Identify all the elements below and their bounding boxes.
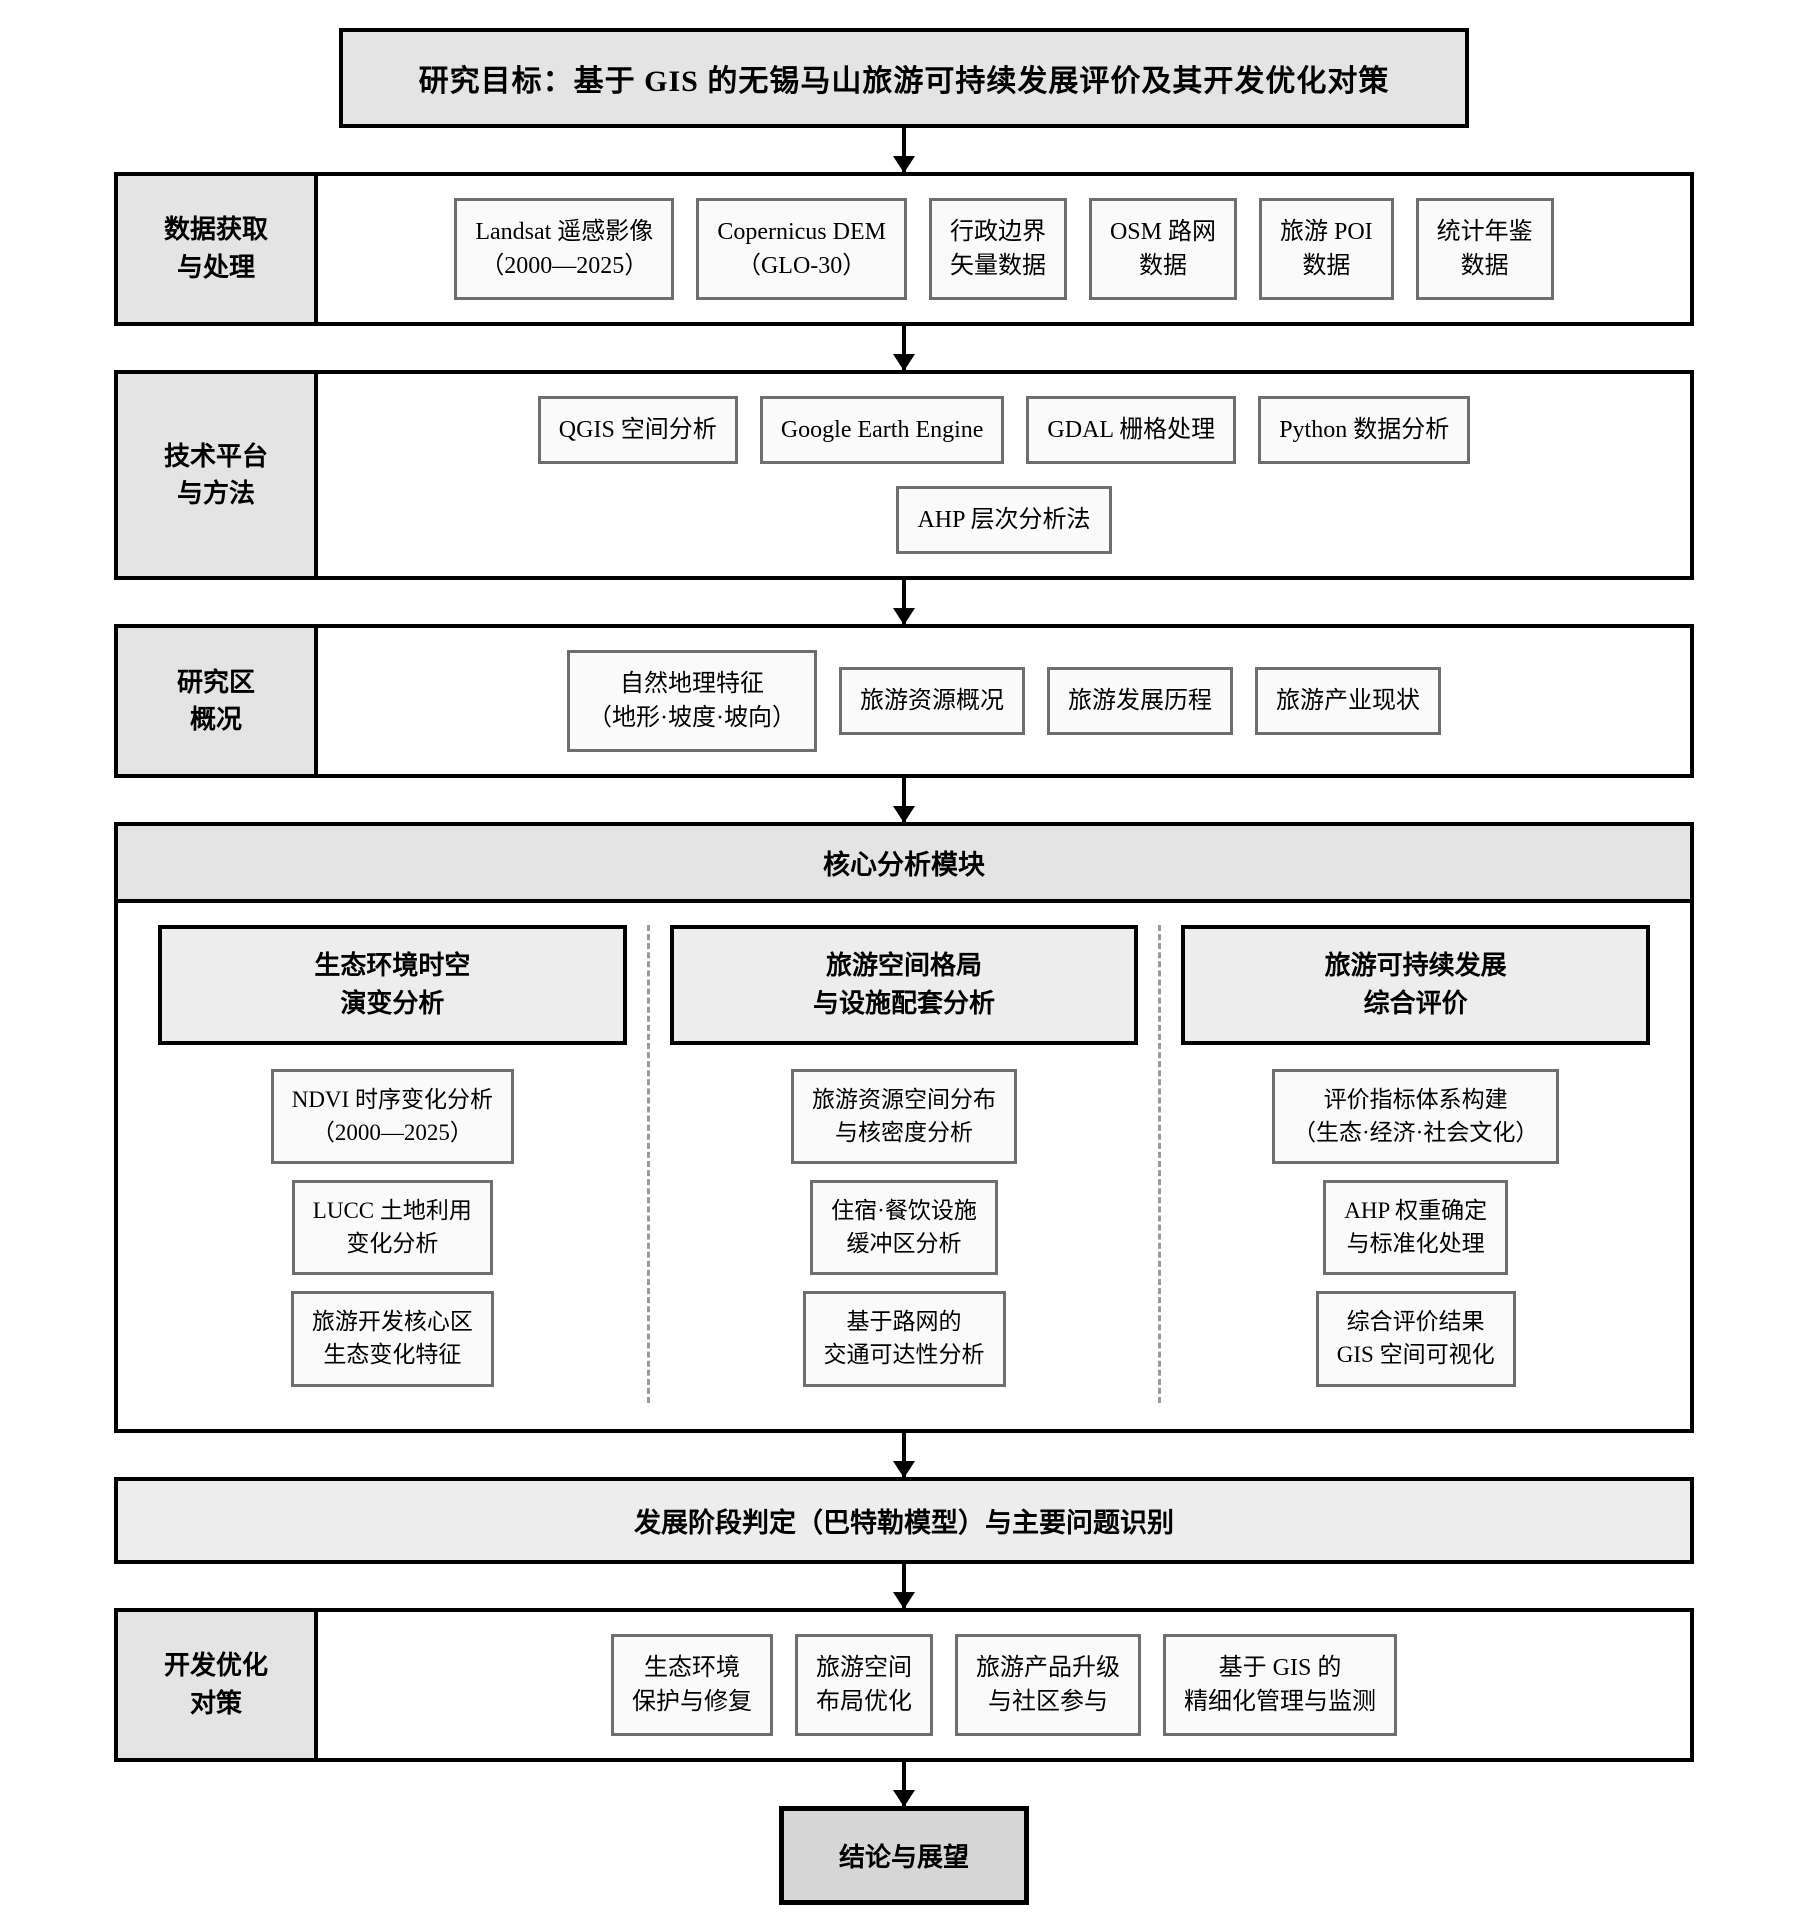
node-gdal[interactable]: GDAL 栅格处理 [1026,396,1237,465]
bottom-spacer [0,1905,1808,1919]
arrow-strategy-to-conclusion [0,1761,1808,1806]
band-data-acquisition: 数据获取 与处理 Landsat 遥感影像（2000—2025） Coperni… [114,172,1694,327]
arrow-studyarea-to-core [0,778,1808,823]
core-item-accessibility[interactable]: 基于路网的交通可达性分析 [802,1291,1006,1387]
band-label-line2: 与方法 [176,479,255,509]
node-tourism-industry[interactable]: 旅游产业现状 [1254,667,1441,736]
core-column-ecology: 生态环境时空演变分析 NDVI 时序变化分析（2000—2025） LUCC 土… [144,925,641,1402]
core-item-ndvi[interactable]: NDVI 时序变化分析（2000—2025） [270,1068,514,1165]
core-module-header: 核心分析模块 [118,826,1690,904]
node-tourism-resources[interactable]: 旅游资源概况 [838,667,1025,736]
arrow-icon [902,580,906,625]
arrow-core-to-stage [0,1432,1808,1477]
stage-determination-bar: 发展阶段判定（巴特勒模型）与主要问题识别 [114,1476,1694,1564]
conclusion-box: 结论与展望 [779,1805,1029,1905]
node-statistical-yearbook[interactable]: 统计年鉴数据 [1415,198,1554,301]
arrow-icon [902,128,906,172]
core-item-index-system[interactable]: 评价指标体系构建（生态·经济·社会文化） [1272,1068,1560,1165]
band-label-optimization-strategy: 开发优化 对策 [118,1611,318,1758]
arrow-icon [902,778,906,823]
node-python[interactable]: Python 数据分析 [1258,396,1471,465]
band-label-line1: 研究区 [176,667,255,697]
arrow-stage-to-strategy [0,1563,1808,1608]
node-copernicus-dem[interactable]: Copernicus DEM（GLO-30） [696,198,907,301]
research-objective-box: 研究目标：基于 GIS 的无锡马山旅游可持续发展评价及其开发优化对策 [339,28,1469,128]
band-optimization-strategy: 开发优化 对策 生态环境保护与修复 旅游空间布局优化 旅游产品升级与社区参与 基… [114,1607,1694,1762]
node-physical-geography[interactable]: 自然地理特征（地形·坡度·坡向） [567,650,817,753]
band-body-optimization-strategy: 生态环境保护与修复 旅游空间布局优化 旅游产品升级与社区参与 基于 GIS 的精… [318,1612,1690,1758]
core-column-spatial-pattern: 旅游空间格局与设施配套分析 旅游资源空间分布与核密度分析 住宿·餐饮设施缓冲区分… [656,925,1153,1402]
node-gis-management[interactable]: 基于 GIS 的精细化管理与监测 [1163,1633,1397,1736]
core-column-head-spatial-pattern: 旅游空间格局与设施配套分析 [669,925,1139,1045]
arrow-icon [902,1761,906,1806]
node-osm-road[interactable]: OSM 路网数据 [1088,198,1237,301]
core-item-kernel-density[interactable]: 旅游资源空间分布与核密度分析 [791,1068,1017,1165]
core-column-head-ecology: 生态环境时空演变分析 [158,925,627,1045]
band-label-line2: 与处理 [176,253,255,283]
node-landsat[interactable]: Landsat 遥感影像（2000—2025） [454,198,675,301]
band-label-line1: 开发优化 [163,1651,268,1681]
core-item-buffer-analysis[interactable]: 住宿·餐饮设施缓冲区分析 [810,1180,998,1276]
band-label-tech-platform: 技术平台 与方法 [118,374,318,577]
core-item-core-zone-ecology[interactable]: 旅游开发核心区生态变化特征 [290,1291,494,1387]
core-analysis-module: 核心分析模块 生态环境时空演变分析 NDVI 时序变化分析（2000—2025）… [114,822,1694,1433]
core-divider-1 [646,925,650,1403]
band-label-line2: 概况 [189,705,242,735]
core-item-ahp-weight[interactable]: AHP 权重确定与标准化处理 [1323,1180,1509,1276]
node-qgis[interactable]: QGIS 空间分析 [537,396,738,465]
band-label-line1: 数据获取 [163,215,268,245]
band-row: QGIS 空间分析 Google Earth Engine GDAL 栅格处理 … [342,396,1666,465]
band-body-study-area: 自然地理特征（地形·坡度·坡向） 旅游资源概况 旅游发展历程 旅游产业现状 [318,628,1690,774]
band-label-line2: 对策 [189,1688,242,1718]
node-product-upgrade[interactable]: 旅游产品升级与社区参与 [955,1633,1141,1736]
arrow-title-to-data [0,128,1808,172]
band-row: 生态环境保护与修复 旅游空间布局优化 旅游产品升级与社区参与 基于 GIS 的精… [342,1633,1666,1736]
band-label-study-area: 研究区 概况 [118,628,318,775]
arrow-platform-to-studyarea [0,580,1808,625]
band-label-data-acquisition: 数据获取 与处理 [118,176,318,323]
core-item-lucc[interactable]: LUCC 土地利用变化分析 [291,1180,493,1276]
node-eco-protection[interactable]: 生态环境保护与修复 [611,1633,773,1736]
flowchart-canvas: 研究目标：基于 GIS 的无锡马山旅游可持续发展评价及其开发优化对策 数据获取 … [0,28,1808,1919]
node-tourism-history[interactable]: 旅游发展历程 [1046,667,1233,736]
band-row: Landsat 遥感影像（2000—2025） Copernicus DEM（G… [342,198,1666,301]
node-spatial-layout[interactable]: 旅游空间布局优化 [795,1633,933,1736]
band-tech-platform: 技术平台 与方法 QGIS 空间分析 Google Earth Engine G… [114,370,1694,581]
band-body-tech-platform: QGIS 空间分析 Google Earth Engine GDAL 栅格处理 … [318,374,1690,576]
core-columns: 生态环境时空演变分析 NDVI 时序变化分析（2000—2025） LUCC 土… [118,903,1690,1428]
core-column-head-evaluation: 旅游可持续发展综合评价 [1181,925,1651,1045]
band-label-line1: 技术平台 [163,441,268,471]
core-divider-2 [1158,925,1162,1403]
core-column-evaluation: 旅游可持续发展综合评价 评价指标体系构建（生态·经济·社会文化） AHP 权重确… [1167,925,1664,1402]
arrow-icon [902,1432,906,1477]
band-study-area: 研究区 概况 自然地理特征（地形·坡度·坡向） 旅游资源概况 旅游发展历程 旅游… [114,624,1694,779]
node-ahp[interactable]: AHP 层次分析法 [896,486,1112,555]
arrow-icon [902,1563,906,1608]
arrow-data-to-platform [0,326,1808,371]
band-row: 自然地理特征（地形·坡度·坡向） 旅游资源概况 旅游发展历程 旅游产业现状 [342,650,1666,753]
node-google-earth-engine[interactable]: Google Earth Engine [759,396,1005,465]
band-body-data-acquisition: Landsat 遥感影像（2000—2025） Copernicus DEM（G… [318,176,1690,322]
node-admin-boundary[interactable]: 行政边界矢量数据 [928,198,1067,301]
arrow-icon [902,326,906,371]
band-row: AHP 层次分析法 [342,486,1666,555]
